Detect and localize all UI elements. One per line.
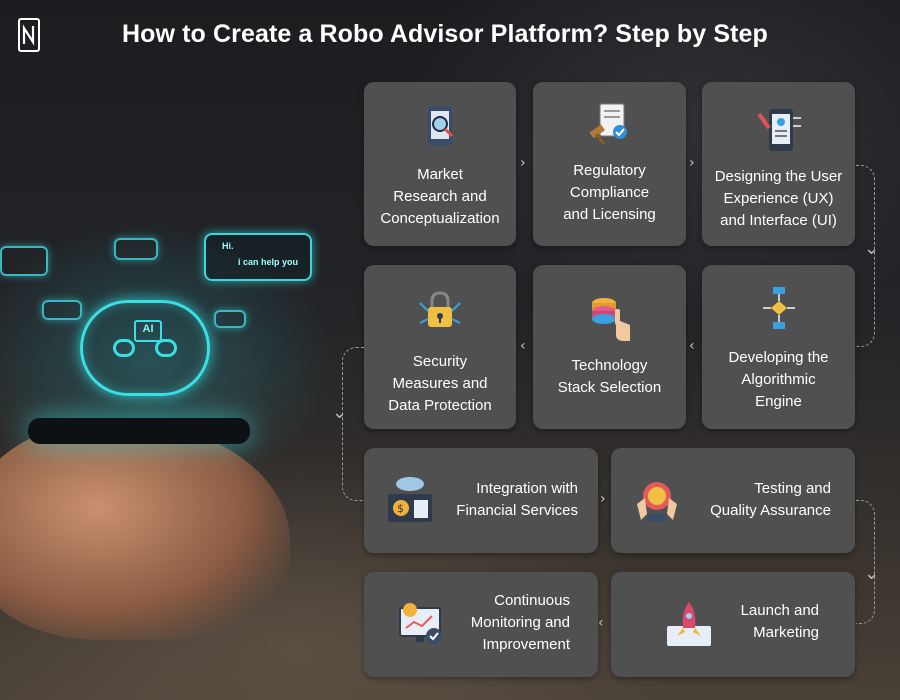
rocket-launch-icon <box>663 598 715 650</box>
step-label: Continuous Monitoring and Improvement <box>470 592 570 653</box>
phone-image <box>28 418 250 444</box>
step-label: Technology Stack Selection <box>557 357 662 396</box>
chat-bubble: Hi. i can help you <box>204 233 312 281</box>
robot-illustration: AI <box>0 220 340 640</box>
hand-image <box>0 420 290 640</box>
chat-greeting: Hi. <box>222 241 234 251</box>
brand-logo-icon <box>18 18 40 52</box>
gavel-document-icon <box>586 100 634 148</box>
step-card-4: Developing the Algorithmic Engine <box>702 265 855 429</box>
step-card-6: Security Measures and Data Protection <box>364 265 516 429</box>
arrow-left-icon: ‹ <box>598 615 604 631</box>
cloud-finance-icon: $ <box>384 474 436 526</box>
chat-bubble-icon <box>42 300 82 320</box>
step-label: Regulatory Compliance and Licensing <box>563 162 656 223</box>
step-label: Developing the Algorithmic Engine <box>728 349 829 410</box>
flowchart-icon <box>755 285 803 333</box>
page-title: How to Create a Robo Advisor Platform? S… <box>122 20 768 48</box>
step-card-7: $ Integration with Financial Services <box>364 448 598 553</box>
database-stack-icon <box>586 295 634 343</box>
flow-connector <box>342 347 365 501</box>
step-label: Designing the User Experience (UX) and I… <box>714 168 843 229</box>
arrow-right-icon: › <box>520 155 526 171</box>
flow-connector <box>856 500 875 624</box>
robot-badge: AI <box>134 320 162 342</box>
step-label: Market Research and Conceptualization <box>380 166 500 227</box>
step-label: Launch and Marketing <box>740 602 819 641</box>
arrow-left-icon: ‹ <box>520 338 526 354</box>
robot-eye-icon <box>113 339 135 357</box>
step-card-8: Testing and Quality Assurance <box>611 448 855 553</box>
step-card-9: Launch and Marketing <box>611 572 855 677</box>
robot-head-icon <box>80 300 210 396</box>
chat-bubble-icon <box>0 246 48 276</box>
step-card-2: Regulatory Compliance and Licensing <box>533 82 686 246</box>
chevron-down-icon: ⌄ <box>332 402 348 423</box>
step-label: Testing and Quality Assurance <box>710 480 831 519</box>
chevron-down-icon: ⌄ <box>864 563 880 584</box>
step-label: Security Measures and Data Protection <box>388 353 492 414</box>
quality-badge-icon <box>631 474 683 526</box>
chat-message: i can help you <box>238 257 299 267</box>
step-card-5: Technology Stack Selection <box>533 265 686 429</box>
monitor-gear-icon <box>396 598 448 650</box>
mobile-design-icon <box>755 106 803 154</box>
arrow-right-icon: › <box>689 155 695 171</box>
robot-eye-icon <box>155 339 177 357</box>
step-card-3: Designing the User Experience (UX) and I… <box>702 82 855 246</box>
step-card-1: Market Research and Conceptualization <box>364 82 516 246</box>
svg-text:$: $ <box>397 502 404 515</box>
chat-bubble-icon <box>214 310 246 328</box>
chat-bubble-icon <box>114 238 158 260</box>
step-card-10: Continuous Monitoring and Improvement <box>364 572 598 677</box>
chevron-down-icon: ⌄ <box>864 238 880 259</box>
magnifier-phone-icon <box>416 102 464 150</box>
arrow-left-icon: ‹ <box>689 338 695 354</box>
step-label: Integration with Financial Services <box>456 480 578 519</box>
arrow-right-icon: › <box>600 491 606 507</box>
security-lock-icon <box>416 287 464 335</box>
